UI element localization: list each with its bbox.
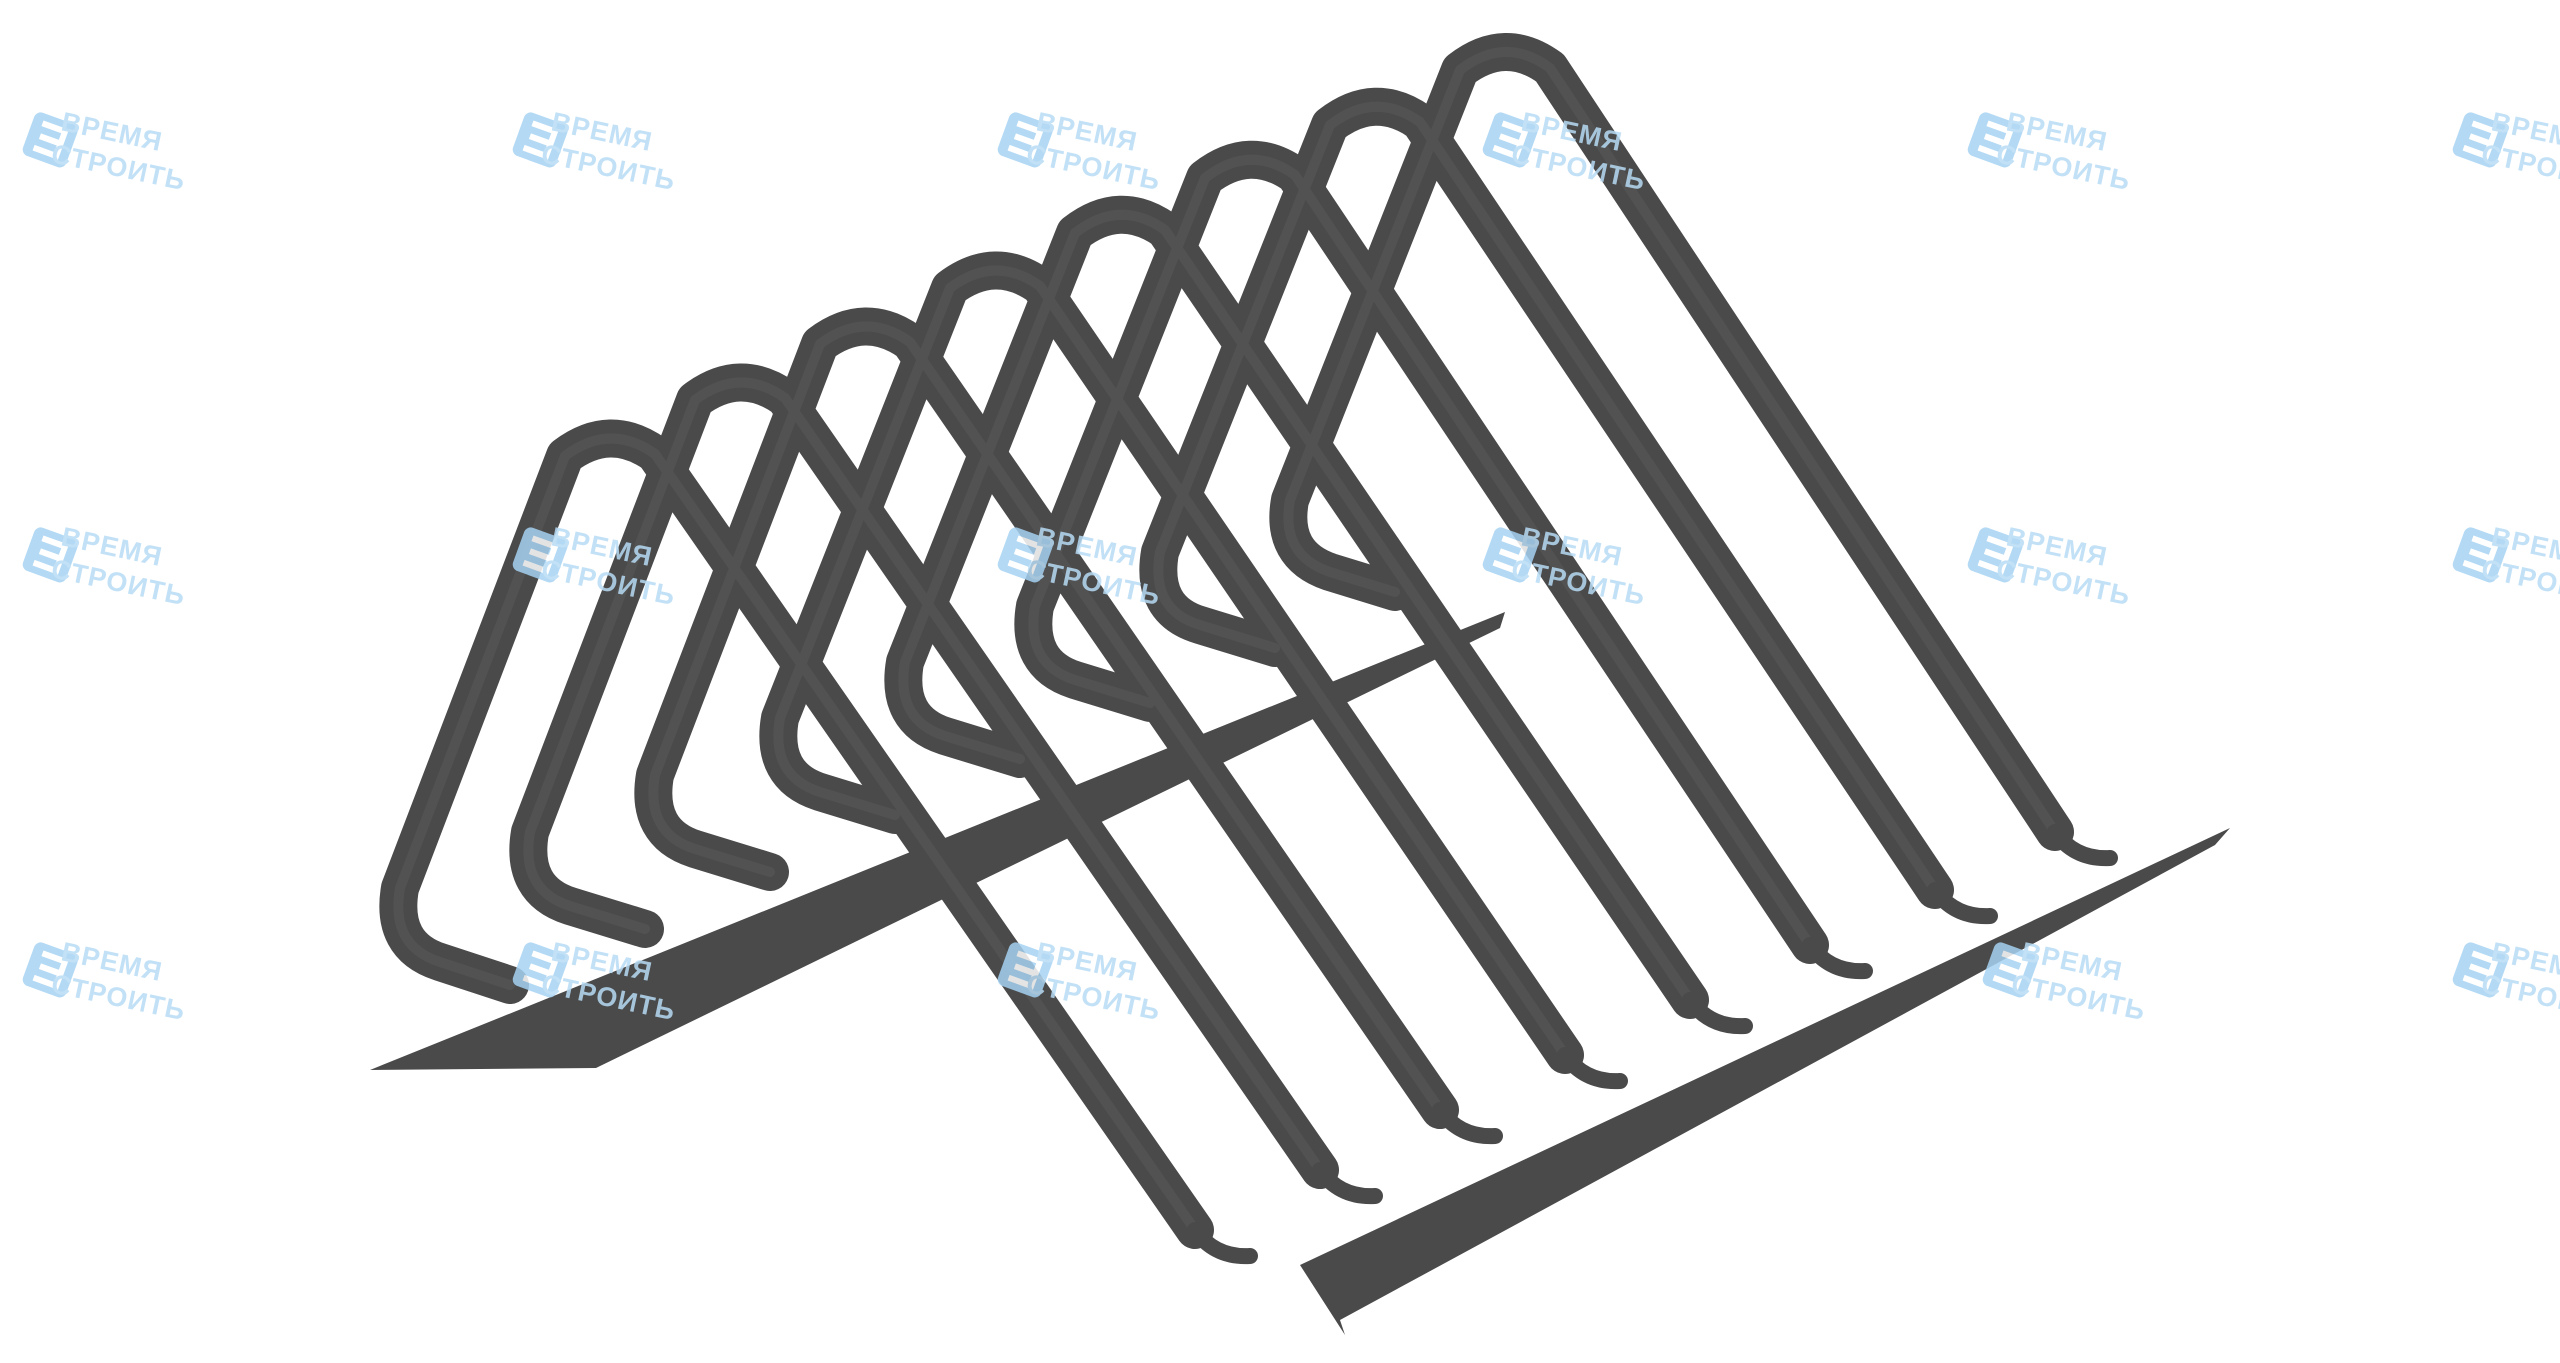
product-render: ВРЕМЯ СТРОИТЬ ВРЕМЯ СТРОИТЬ ВРЕМЯ СТРОИТ… [0,33,2560,1335]
